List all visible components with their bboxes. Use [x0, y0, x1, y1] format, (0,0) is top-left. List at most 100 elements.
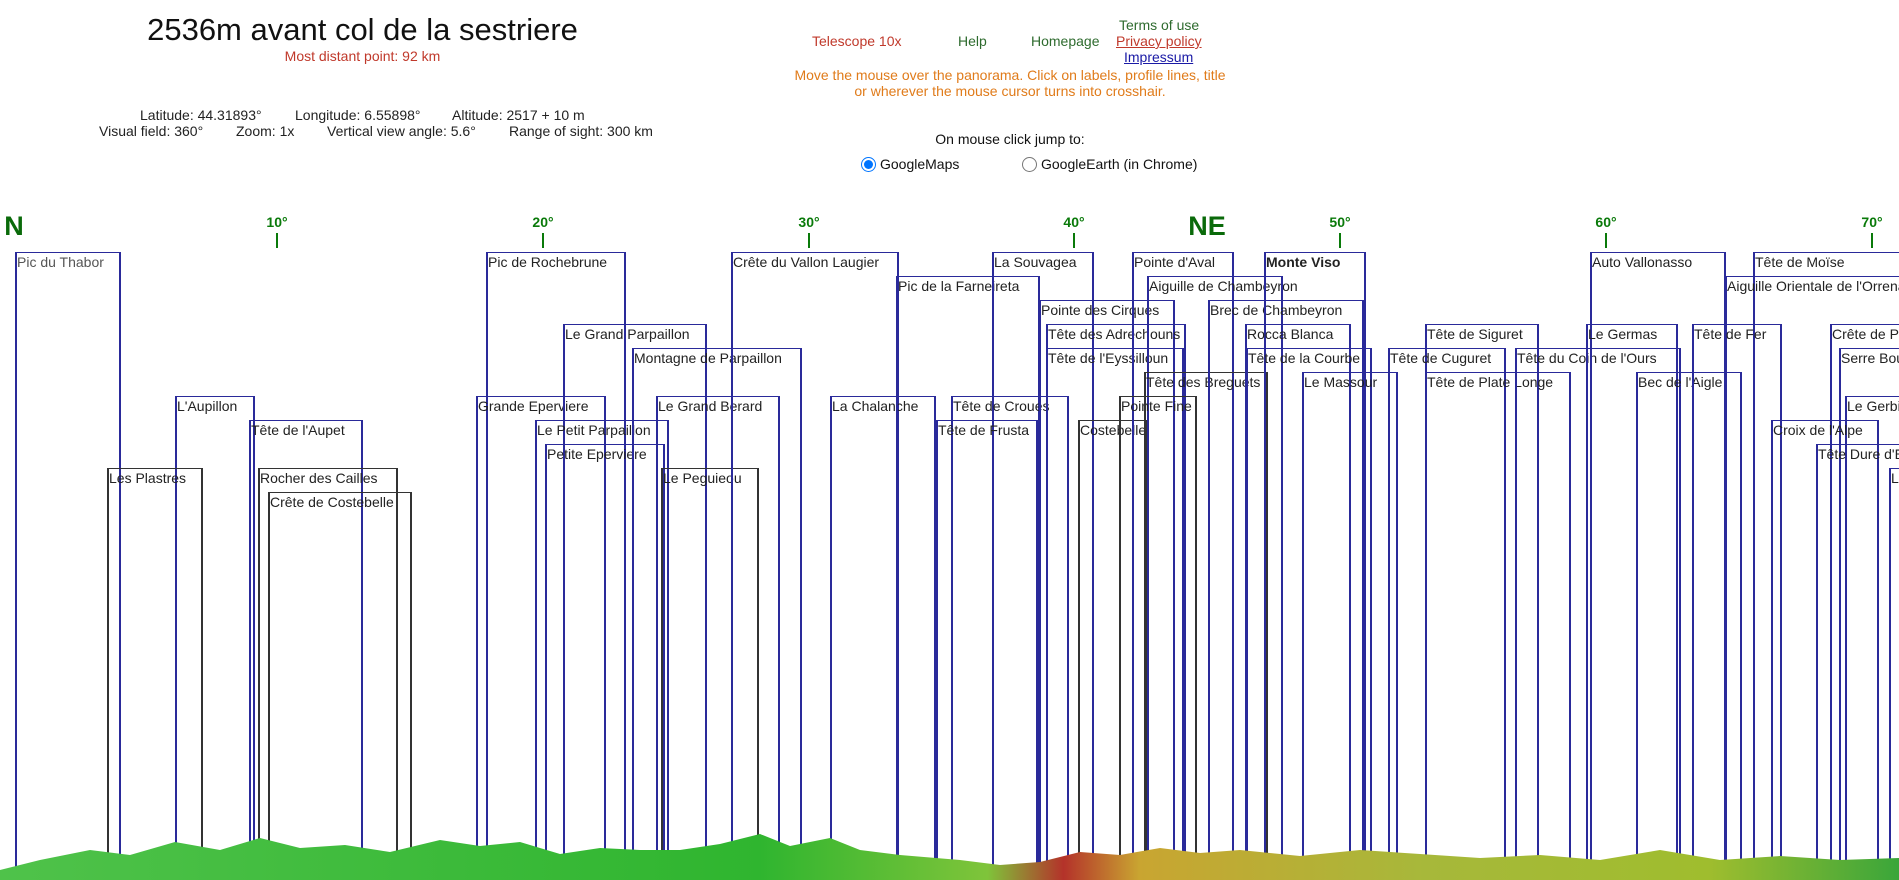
peak-profile-line[interactable]	[1232, 252, 1234, 870]
peak-profile-line[interactable]	[800, 348, 802, 870]
peak-profile-line[interactable]	[1245, 324, 1247, 870]
homepage-link[interactable]: Homepage	[1031, 33, 1100, 49]
peak-profile-line[interactable]	[1302, 372, 1304, 870]
peak-label[interactable]: Tête de Moïse	[1753, 252, 1899, 271]
peak-profile-line[interactable]	[1264, 252, 1266, 870]
peak-profile-line[interactable]	[1692, 324, 1694, 870]
peak-profile-line[interactable]	[778, 396, 780, 870]
peak-label[interactable]: Tête de Frusta	[936, 420, 1038, 439]
peak-profile-line[interactable]	[1816, 444, 1818, 870]
peak-profile-line[interactable]	[1877, 420, 1879, 870]
peak-profile-line[interactable]	[1067, 396, 1069, 870]
peak-profile-line[interactable]	[1208, 300, 1210, 870]
peak-label[interactable]: Costebelle	[1078, 420, 1148, 438]
peak-profile-line[interactable]	[1845, 396, 1847, 870]
peak-profile-line[interactable]	[1036, 420, 1038, 870]
peak-profile-line[interactable]	[201, 468, 203, 870]
peak-profile-line[interactable]	[936, 420, 938, 870]
peak-label[interactable]: Tête de l'Eyssilloun	[1046, 348, 1184, 367]
peak-profile-line[interactable]	[476, 396, 478, 870]
peak-label[interactable]: Le Petit Parpaillon	[535, 420, 669, 439]
peak-profile-line[interactable]	[1889, 468, 1891, 870]
peak-label[interactable]: Petite Eperviere	[545, 444, 665, 463]
peak-profile-line[interactable]	[896, 276, 898, 870]
peak-profile-line[interactable]	[1504, 348, 1506, 870]
peak-label[interactable]: Le Grand Parpaillon	[563, 324, 707, 343]
peak-profile-line[interactable]	[1092, 252, 1094, 870]
peak-profile-line[interactable]	[1246, 348, 1248, 870]
peak-profile-line[interactable]	[1830, 324, 1832, 870]
peak-profile-line[interactable]	[119, 252, 121, 870]
peak-label[interactable]: Le Peguieou	[661, 468, 759, 487]
peak-label[interactable]: Tête du Coin de l'Ours	[1515, 348, 1681, 367]
privacy-link[interactable]: Privacy policy	[1116, 33, 1202, 49]
peak-profile-line[interactable]	[624, 252, 626, 870]
peak-label[interactable]: Pic de Rochebrune	[486, 252, 626, 271]
peak-profile-line[interactable]	[604, 396, 606, 870]
peak-profile-line[interactable]	[705, 324, 707, 870]
googlemaps-option[interactable]: GoogleMaps	[861, 156, 959, 172]
googlemaps-radio[interactable]	[861, 156, 876, 172]
peak-profile-line[interactable]	[1173, 300, 1175, 870]
peak-profile-line[interactable]	[1780, 324, 1782, 870]
peak-label[interactable]: Tête de Siguret	[1425, 324, 1539, 343]
impressum-link[interactable]: Impressum	[1124, 49, 1194, 65]
peak-profile-line[interactable]	[830, 396, 832, 870]
peak-label[interactable]: La Chalanche	[830, 396, 936, 415]
peak-label[interactable]: Montagne de Parpaillon	[632, 348, 802, 367]
peak-profile-line[interactable]	[1119, 396, 1121, 870]
peak-profile-line[interactable]	[1771, 420, 1773, 870]
peak-label[interactable]: Pointe des Cirques	[1039, 300, 1175, 319]
peak-profile-line[interactable]	[1679, 348, 1681, 870]
peak-profile-line[interactable]	[934, 396, 936, 870]
peak-label[interactable]: L	[1889, 468, 1899, 487]
peak-profile-line[interactable]	[1590, 252, 1592, 870]
peak-label[interactable]: Pointe Fine	[1119, 396, 1197, 415]
peak-label[interactable]: Tête de la Courbe	[1246, 348, 1372, 367]
peak-profile-line[interactable]	[1388, 348, 1390, 870]
peak-profile-line[interactable]	[361, 420, 363, 870]
peak-profile-line[interactable]	[535, 420, 537, 870]
peak-label[interactable]: La Souvagea	[992, 252, 1094, 271]
peak-profile-line[interactable]	[992, 252, 994, 870]
peak-profile-line[interactable]	[757, 468, 759, 870]
peak-label[interactable]: Tête Dure d'Enchastraye	[1816, 444, 1899, 463]
peak-label[interactable]: Croix de l'Alpe	[1771, 420, 1879, 439]
peak-profile-line[interactable]	[1144, 372, 1146, 870]
peak-profile-line[interactable]	[1362, 300, 1364, 870]
peak-profile-line[interactable]	[1039, 300, 1041, 870]
peak-profile-line[interactable]	[1724, 252, 1726, 870]
peak-label[interactable]: Le Grand Berard	[656, 396, 780, 415]
peak-label[interactable]: Le Gerbier	[1845, 396, 1899, 415]
peak-label[interactable]: Rocher des Cailles	[258, 468, 398, 487]
peak-profile-line[interactable]	[1569, 372, 1571, 870]
peak-profile-line[interactable]	[1281, 276, 1283, 870]
peak-profile-line[interactable]	[656, 396, 658, 870]
peak-profile-line[interactable]	[563, 324, 565, 870]
peak-profile-line[interactable]	[1046, 348, 1048, 870]
peak-profile-line[interactable]	[107, 468, 109, 870]
peak-profile-line[interactable]	[258, 468, 260, 870]
peak-profile-line[interactable]	[1195, 396, 1197, 870]
peak-profile-line[interactable]	[1839, 348, 1841, 870]
peak-label[interactable]: Le Germas	[1586, 324, 1678, 343]
peak-label[interactable]: Tête de Fer	[1692, 324, 1782, 343]
peak-profile-line[interactable]	[1676, 324, 1678, 870]
peak-profile-line[interactable]	[175, 396, 177, 870]
peak-label[interactable]: Le Massour	[1302, 372, 1398, 391]
peak-profile-line[interactable]	[1184, 324, 1186, 870]
peak-label[interactable]: Rocca Blanca	[1245, 324, 1351, 343]
telescope-link[interactable]: Telescope 10x	[812, 33, 902, 49]
peak-profile-line[interactable]	[1147, 276, 1149, 870]
peak-profile-line[interactable]	[951, 396, 953, 870]
peak-profile-line[interactable]	[545, 444, 547, 870]
peak-label[interactable]: Pic de la Farneireta	[896, 276, 1040, 295]
peak-label[interactable]: Tête de Croues	[951, 396, 1069, 415]
peak-profile-line[interactable]	[663, 444, 665, 870]
peak-label[interactable]: Crête de Costebelle	[268, 492, 412, 511]
peak-label[interactable]: Tête de Cuguret	[1388, 348, 1506, 367]
peak-profile-line[interactable]	[1515, 348, 1517, 870]
peak-profile-line[interactable]	[1396, 372, 1398, 870]
peak-profile-line[interactable]	[661, 468, 663, 870]
peak-profile-line[interactable]	[268, 492, 270, 870]
